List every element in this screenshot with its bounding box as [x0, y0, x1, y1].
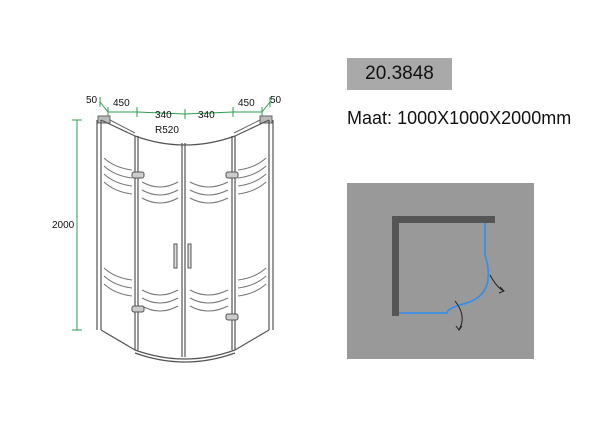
dim-left-wall: 50 — [86, 95, 98, 106]
glass-outline — [399, 223, 490, 314]
size-line: Maat: 1000X1000X2000mm — [347, 108, 571, 129]
size-label: Maat — [347, 108, 388, 128]
door-handles — [173, 243, 192, 269]
dim-right-wall: 50 — [270, 95, 282, 106]
product-code: 20.3848 — [365, 63, 434, 84]
wall-bracket-left — [97, 115, 136, 134]
dim-left-door: 340 — [155, 110, 172, 121]
top-dimension-line — [99, 97, 271, 119]
dim-right-door: 340 — [198, 110, 215, 121]
height-label: 2000 — [52, 220, 75, 231]
dim-radius: R520 — [155, 125, 179, 136]
height-dimension — [72, 119, 82, 331]
product-code-badge: 20.3848 — [347, 58, 452, 90]
dim-right-panel: 450 — [238, 98, 255, 109]
frosted-stripes — [103, 157, 267, 312]
plan-view — [347, 183, 534, 359]
corner-walls — [392, 216, 495, 316]
dim-left-panel: 450 — [113, 98, 130, 109]
size-separator: : — [387, 108, 393, 128]
enclosure-frame — [96, 119, 274, 363]
plan-drawing — [392, 216, 505, 331]
door-hinges — [131, 171, 239, 321]
door-swing-arrow-icon — [454, 274, 505, 331]
enclosure-elevation: 2000 50 450 340 340 450 50 R520 — [52, 95, 282, 363]
size-value: 1000X1000X2000mm — [397, 108, 572, 128]
wall-bracket-right — [233, 115, 273, 134]
